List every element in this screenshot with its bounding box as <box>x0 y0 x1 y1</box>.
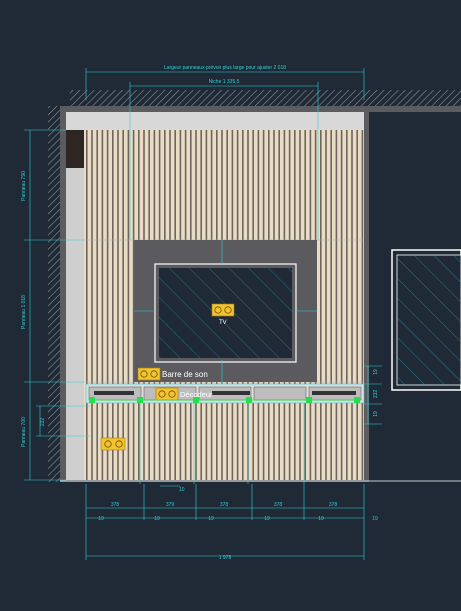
dim-bottom-small: 10 <box>179 487 185 493</box>
slat <box>325 130 327 480</box>
slat <box>132 130 135 480</box>
dim-left-top: Panneau 790 <box>21 171 27 201</box>
slat <box>335 130 338 480</box>
dimension-lines <box>24 68 382 560</box>
tv-unit-handle-1 <box>94 391 134 395</box>
tv-unit-handle-3 <box>312 391 356 395</box>
left-column-dark <box>66 130 84 168</box>
dim-right-1: 19 <box>373 369 379 375</box>
soundbar-label: Barre de son <box>162 370 208 379</box>
slat <box>330 130 332 480</box>
ceiling-strip <box>66 112 364 130</box>
soundbar-socket-icon <box>137 367 161 381</box>
slat <box>117 130 119 480</box>
dim-gap-3: 19 <box>208 516 214 522</box>
slat <box>112 130 114 480</box>
dim-gap-2: 19 <box>154 516 160 522</box>
slat <box>127 130 130 480</box>
slat <box>356 130 358 480</box>
tv-frame <box>154 263 297 363</box>
tv-label: TV <box>219 320 227 326</box>
slat <box>96 130 98 480</box>
dim-gap-1: 19 <box>98 516 104 522</box>
wall-hatch-left <box>48 106 62 482</box>
slat <box>122 130 124 480</box>
dim-spacing-4: 378 <box>274 502 283 508</box>
dim-gap-6: 19 <box>372 516 378 522</box>
led-markers <box>89 397 360 403</box>
tv-socket-icon <box>211 303 235 317</box>
slat <box>91 130 93 480</box>
tv-unit-drawer-4 <box>253 386 307 401</box>
dim-left-bottom: Panneau 700 <box>21 417 27 447</box>
slat <box>86 130 88 480</box>
slat <box>361 130 364 480</box>
window-frame <box>391 249 461 391</box>
right-wall-strip <box>364 106 461 112</box>
slat <box>351 130 353 480</box>
decoder-label: Décodeur <box>180 390 213 399</box>
wall-hatch-top <box>70 90 461 106</box>
dim-gap-4: 19 <box>264 516 270 522</box>
dim-top-total: Largeur panneaux prévoir plus large pour… <box>164 65 286 71</box>
dim-right-3: 19 <box>373 411 379 417</box>
left-column <box>66 130 84 480</box>
dim-niche: Niche 1 335,5 <box>209 79 240 85</box>
dim-spacing-1: 378 <box>111 502 120 508</box>
dim-left-mid: Panneau 1 018 <box>21 295 27 329</box>
dim-gap-5: 19 <box>318 516 324 522</box>
slat <box>320 130 322 480</box>
dim-spacing-2: 379 <box>166 502 175 508</box>
slat <box>101 130 104 480</box>
slat <box>340 130 343 480</box>
dim-spacing-5: 378 <box>329 502 338 508</box>
window-glare <box>397 255 461 385</box>
dim-spacing-3: 378 <box>220 502 229 508</box>
slat <box>346 130 348 480</box>
dim-right-2: 232 <box>373 390 379 399</box>
tv-unit-handle-2 <box>212 391 250 395</box>
dim-bottom-total: 1 978 <box>219 555 232 561</box>
power-outlet-icon <box>100 437 126 451</box>
dim-left-small: 232 <box>40 418 46 427</box>
decoder-socket-icon <box>155 387 179 401</box>
slat <box>106 130 109 480</box>
